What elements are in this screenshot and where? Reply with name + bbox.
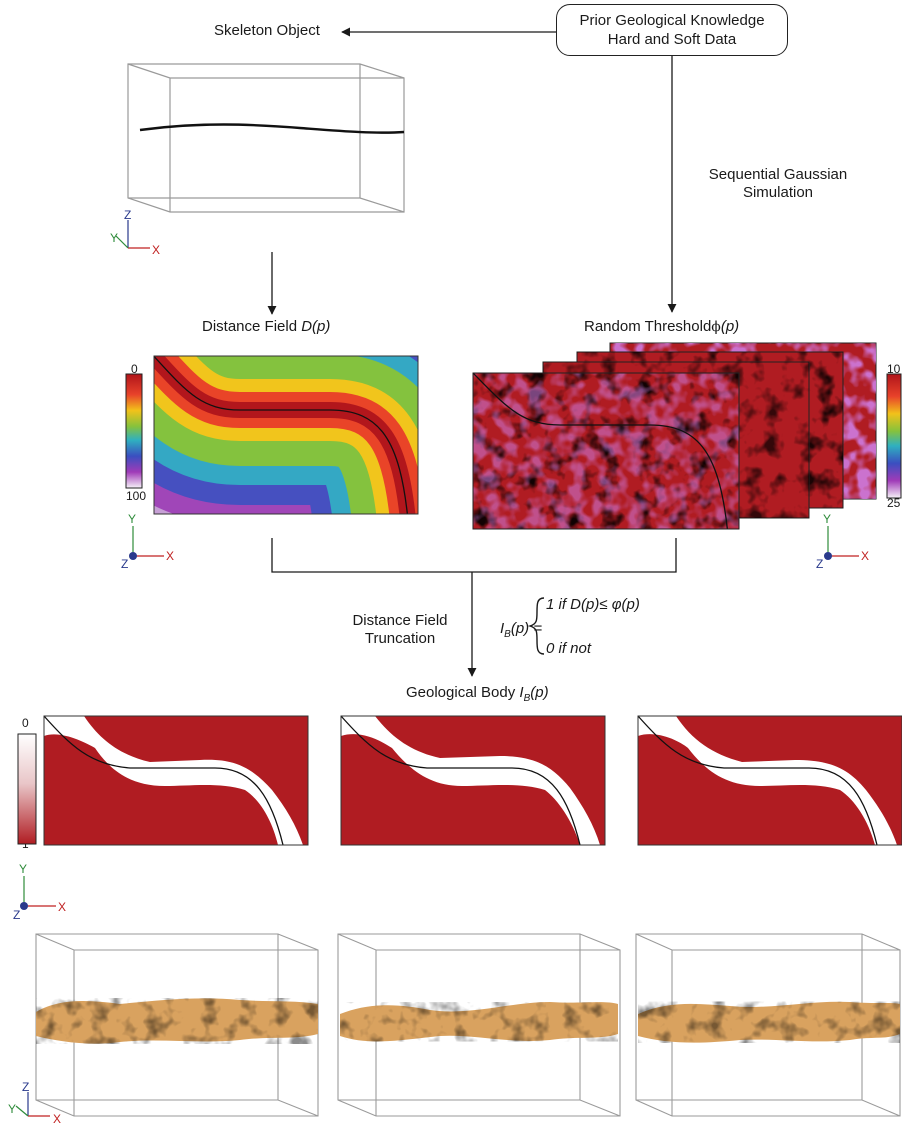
axis-y-label-4: Y xyxy=(19,862,28,876)
skeleton-box xyxy=(127,63,405,213)
prior-knowledge-line1: Prior Geological Knowledge xyxy=(579,12,765,29)
axis-x-label-5: X xyxy=(53,1112,62,1126)
distance-colorbar-top: 0 xyxy=(131,362,138,376)
axis-triad-2 xyxy=(129,526,164,560)
axis-z-label-4: Z xyxy=(13,908,21,922)
truncation-line1: Distance Field xyxy=(352,612,448,629)
random-threshold-map xyxy=(473,373,739,529)
geobody-3d-2 xyxy=(337,933,621,1117)
distance-field-text: Distance Field xyxy=(202,318,298,335)
threshold-colorbar-bottom: 25 xyxy=(887,496,901,510)
distance-field-title: Distance Field D(p) xyxy=(202,318,330,336)
skeleton-object-label: Skeleton Object xyxy=(214,22,320,39)
geological-body-title: Geological Body IB(p) xyxy=(406,684,549,708)
indicator-map-1 xyxy=(43,715,309,846)
indicator-colorbar-top: 0 xyxy=(22,716,29,730)
axis-triad-3 xyxy=(824,526,859,560)
geological-body-I: I xyxy=(519,684,524,701)
equation-brace xyxy=(527,597,545,655)
random-threshold-frame xyxy=(472,372,740,530)
indicator-map-3 xyxy=(637,715,902,846)
indicator-map-2 xyxy=(340,715,606,846)
distance-colorbar xyxy=(125,373,143,489)
axis-x-label-3: X xyxy=(861,549,870,563)
axis-triad-4 xyxy=(20,876,56,910)
axis-triad-1 xyxy=(115,220,150,249)
distance-field-function: D(p) xyxy=(301,318,331,335)
axis-y-label-1: Y xyxy=(110,231,119,245)
random-threshold-text: Random Threshold xyxy=(584,318,712,335)
equation-lhs-sub: B xyxy=(504,629,511,640)
phi-symbol: ϕ xyxy=(711,319,721,335)
geological-body-sub: B xyxy=(523,693,531,704)
distance-field-map xyxy=(154,356,418,514)
axis-y-label-5: Y xyxy=(8,1102,17,1116)
geological-body-rest: (p) xyxy=(530,684,549,701)
geological-body-text: Geological Body xyxy=(406,684,516,701)
distance-colorbar-bottom: 100 xyxy=(126,489,147,503)
axis-triad-5 xyxy=(15,1092,50,1117)
prior-knowledge-box: Prior Geological Knowledge Hard and Soft… xyxy=(556,4,788,56)
axis-y-label-3: Y xyxy=(823,512,832,526)
equation-case-1: 1 if D(p)≤ φ(p) xyxy=(546,596,640,613)
truncation-label: Distance Field Truncation xyxy=(330,612,470,648)
distance-field-frame xyxy=(153,355,419,515)
sgs-label: Sequential Gaussian Simulation xyxy=(688,166,868,202)
axis-y-label-2: Y xyxy=(128,512,137,526)
prior-knowledge-line2: Hard and Soft Data xyxy=(607,31,737,48)
axis-x-label-4: X xyxy=(58,900,67,914)
truncation-line2: Truncation xyxy=(364,630,436,647)
axis-z-label-5: Z xyxy=(22,1080,30,1094)
geobody-3d-3 xyxy=(635,933,901,1117)
indicator-colorbar xyxy=(17,733,37,845)
sgs-line1: Sequential Gaussian xyxy=(708,166,848,183)
axis-z-label-2: Z xyxy=(121,557,129,571)
axis-x-label-2: X xyxy=(166,549,175,563)
equation-lhs-I: I xyxy=(500,620,505,637)
merge-bracket xyxy=(271,538,677,573)
axis-z-label-3: Z xyxy=(816,557,824,571)
random-threshold-function: (p) xyxy=(720,318,740,335)
threshold-colorbar xyxy=(886,373,902,499)
skeleton-curve xyxy=(139,123,405,134)
equation-case-2: 0 if not xyxy=(546,640,592,657)
axis-x-label-1: X xyxy=(152,243,161,257)
sgs-line2: Simulation xyxy=(742,184,814,201)
geobody-3d-1 xyxy=(35,933,319,1117)
threshold-colorbar-top: 10 xyxy=(887,362,901,376)
axis-z-label-1: Z xyxy=(124,208,132,222)
random-threshold-title: Random Thresholdϕ(p) xyxy=(584,318,739,336)
